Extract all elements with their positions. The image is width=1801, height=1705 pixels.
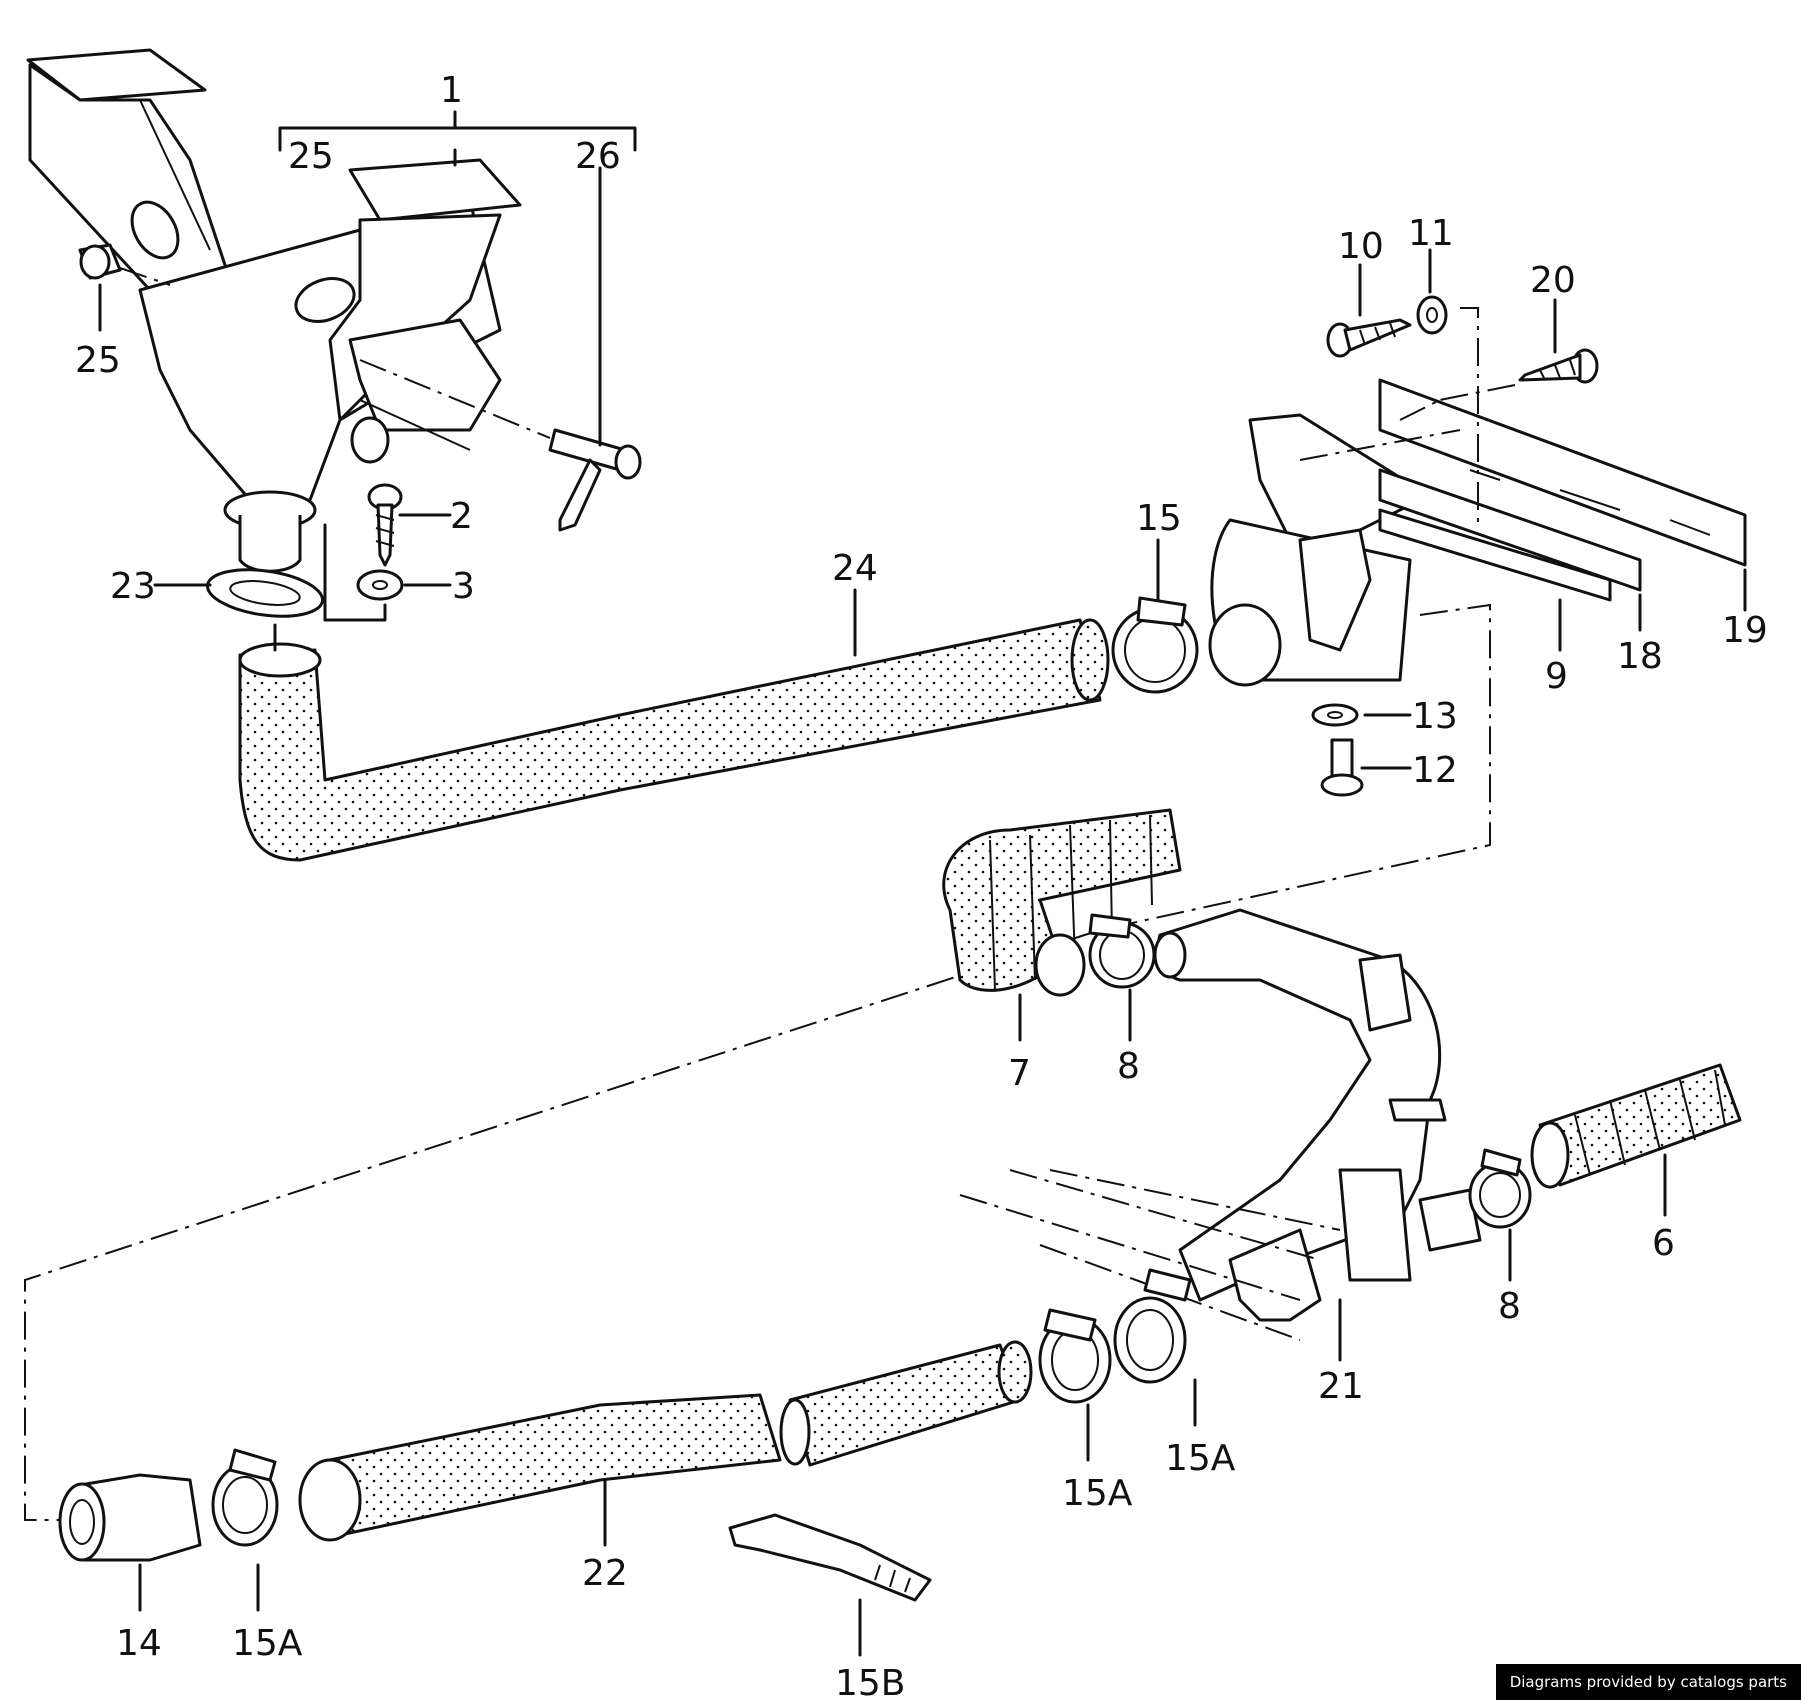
mounting-rail-part: [1378, 378, 1747, 602]
hose-clamp-part: [1468, 1148, 1532, 1229]
lever-part: [548, 428, 642, 532]
bellows-hose-part: [942, 808, 1182, 997]
label-8-lower: 8: [1498, 1286, 1521, 1327]
group-bracket: [278, 126, 637, 152]
label-8-upper: 8: [1117, 1046, 1140, 1087]
bolt-part: [1320, 738, 1364, 797]
y-pipe-part: [1153, 908, 1482, 1322]
label-15: 15: [1136, 498, 1182, 539]
leader-line: [1299, 399, 1461, 461]
washer-part: [1311, 703, 1359, 727]
label-1: 1: [440, 70, 463, 111]
label-10: 10: [1338, 226, 1384, 267]
label-3: 3: [452, 566, 475, 607]
label-15a-right: 15A: [1165, 1438, 1236, 1479]
leader-line: [323, 523, 387, 622]
leader-line: [359, 359, 551, 439]
label-20: 20: [1530, 260, 1576, 301]
label-24: 24: [832, 548, 878, 589]
washer-part: [356, 569, 404, 601]
label-25-upper: 25: [288, 136, 334, 177]
label-15a-middle: 15A: [1062, 1473, 1133, 1514]
hose-clamp-part: [1088, 913, 1156, 989]
heater-distributor-part: [26, 48, 522, 573]
label-11: 11: [1408, 213, 1454, 254]
label-14: 14: [116, 1623, 162, 1664]
label-12: 12: [1412, 750, 1458, 791]
leader-line: [959, 1169, 1341, 1341]
hose-clamp-part: [1113, 1268, 1192, 1384]
screw-part: [1518, 348, 1599, 384]
label-9: 9: [1545, 656, 1568, 697]
cable-tie-part: [728, 1513, 932, 1602]
label-13: 13: [1412, 696, 1458, 737]
label-15a-left: 15A: [232, 1623, 303, 1664]
label-18: 18: [1617, 636, 1663, 677]
label-26: 26: [575, 136, 621, 177]
hose-clamp-part: [1038, 1308, 1112, 1404]
label-19: 19: [1722, 610, 1768, 651]
label-23: 23: [110, 566, 156, 607]
hose-clamp-part: [211, 1448, 279, 1547]
heater-box-part: [1208, 413, 1422, 687]
hose-clamp-part: [1111, 596, 1199, 694]
clip-part: [78, 243, 122, 280]
label-22: 22: [582, 1553, 628, 1594]
credit-banner: Diagrams provided by catalogs parts: [1495, 1664, 1801, 1700]
screw-part: [367, 483, 403, 567]
connector-part: [58, 1473, 202, 1562]
screw-part: [1326, 318, 1412, 358]
label-7: 7: [1008, 1053, 1031, 1094]
label-2: 2: [450, 496, 473, 537]
label-21: 21: [1318, 1366, 1364, 1407]
bellows-hose-part: [1530, 1063, 1742, 1189]
hose-part: [298, 1340, 1033, 1542]
hose-part: [238, 618, 1110, 862]
washer-part: [1416, 295, 1448, 335]
label-6: 6: [1652, 1223, 1675, 1264]
label-15b: 15B: [835, 1663, 906, 1700]
leader-line: [1439, 384, 1516, 401]
leader-line: [1460, 307, 1479, 525]
gasket-part: [205, 568, 325, 618]
leader-line: [119, 267, 171, 286]
label-25-lower: 25: [75, 340, 121, 381]
